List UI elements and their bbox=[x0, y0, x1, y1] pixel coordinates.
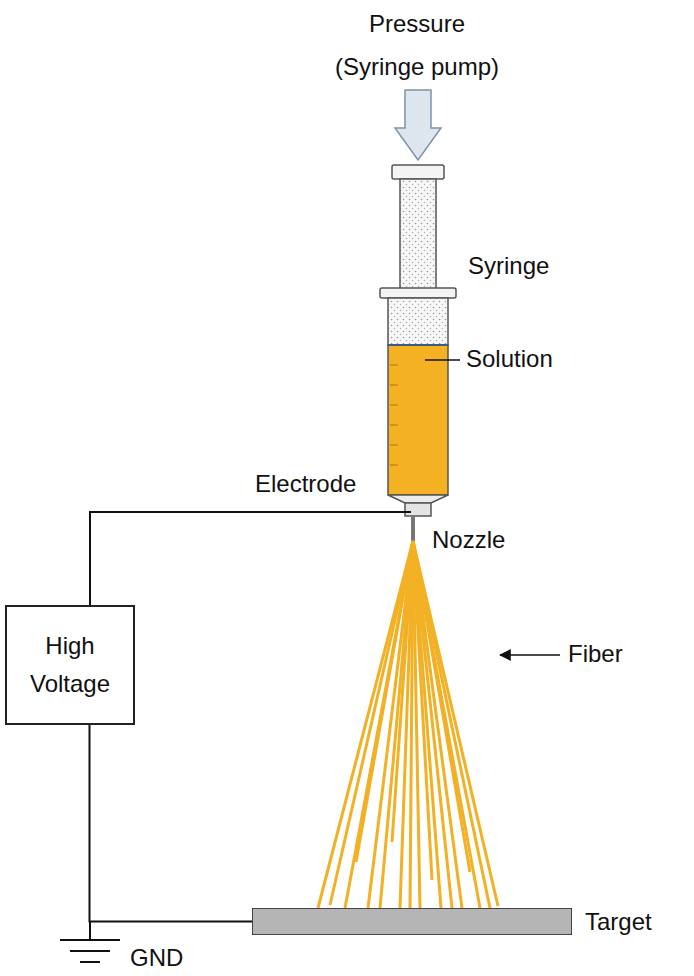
pump-label: Pressure (Syringe pump) bbox=[327, 2, 507, 88]
graduation-ticks bbox=[390, 365, 398, 465]
pointer-arrow bbox=[500, 654, 560, 656]
power-supply-box: High Voltage bbox=[5, 605, 135, 725]
fiber-strand bbox=[345, 541, 413, 908]
fiber-strand bbox=[368, 541, 413, 908]
part-label: Syringe bbox=[468, 252, 549, 280]
needle bbox=[411, 516, 415, 541]
plunger-rod bbox=[400, 179, 436, 291]
part-label: Electrode bbox=[255, 470, 356, 498]
node-label: Target bbox=[585, 908, 652, 936]
part-label: Solution bbox=[466, 345, 553, 373]
ground-wire bbox=[89, 921, 91, 940]
fiber-strand bbox=[413, 541, 498, 906]
part-label: Nozzle bbox=[432, 526, 505, 554]
plunger-head bbox=[392, 165, 444, 179]
needle-hub bbox=[405, 503, 431, 516]
wire bbox=[90, 725, 253, 922]
pressure-arrow bbox=[395, 90, 441, 160]
electrode-wire bbox=[90, 512, 411, 605]
part-label: Fiber bbox=[568, 640, 623, 668]
leader-line bbox=[425, 359, 460, 361]
solution-surface bbox=[388, 344, 448, 346]
fiber-strand bbox=[380, 541, 413, 908]
target-plate: Target bbox=[252, 908, 572, 935]
barrel-flange bbox=[380, 288, 456, 298]
barrel-tip bbox=[388, 495, 448, 503]
barrel-upper bbox=[388, 298, 448, 345]
node-label: High Voltage bbox=[15, 627, 125, 704]
fiber-strands bbox=[318, 541, 498, 908]
ground-label: GND bbox=[130, 944, 183, 972]
ground-symbol bbox=[60, 940, 120, 962]
solution-fill bbox=[388, 345, 448, 495]
fiber-strand bbox=[400, 541, 413, 908]
fiber-strand bbox=[318, 541, 413, 908]
